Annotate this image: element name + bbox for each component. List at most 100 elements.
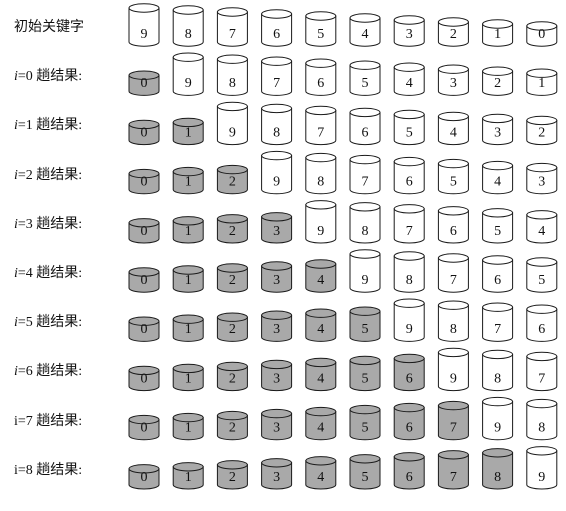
cylinder-unsorted: 9: [261, 150, 293, 195]
cylinder-body: [437, 454, 469, 490]
row-label-suffix: =0 趟结果:: [17, 69, 83, 85]
cylinder-top: [128, 70, 160, 80]
cylinder-body: [128, 123, 160, 146]
row-label: i=4 趟结果:: [14, 266, 82, 282]
cylinder-sorted: 5: [349, 404, 381, 441]
cylinder-body: [526, 450, 558, 490]
cylinder-sorted: 4: [305, 456, 337, 490]
cylinder-body: [393, 255, 425, 293]
cylinder-value: 8: [494, 470, 501, 485]
cylinder-value: 9: [229, 125, 236, 140]
cylinder-body: [482, 165, 514, 195]
cylinder-value: 2: [229, 421, 236, 436]
cylinder-value: 5: [362, 421, 369, 436]
cylinder-value: 3: [494, 125, 501, 140]
cylinder-unsorted: 6: [305, 58, 337, 96]
cylinder-sorted: 8: [482, 448, 514, 490]
cylinder-top: [526, 21, 558, 31]
cylinder-body: [261, 60, 293, 96]
cylinder-value: 6: [538, 322, 545, 337]
cylinder-body: [393, 407, 425, 441]
cylinder-value: 1: [185, 371, 192, 386]
cylinder-body: [172, 171, 204, 195]
cylinder-value: 7: [450, 470, 457, 485]
cylinder-top: [349, 249, 381, 259]
cylinder-top: [393, 109, 425, 120]
cylinder-sorted: 1: [172, 363, 204, 392]
cylinder-body: [128, 271, 160, 293]
cylinder-body: [482, 401, 514, 441]
cylinder-value: 6: [273, 27, 280, 42]
cylinder-body: [261, 13, 293, 47]
cylinder-top: [393, 353, 425, 364]
cylinder-top: [437, 17, 469, 27]
cylinder-top: [128, 316, 160, 326]
cylinder-value: 4: [538, 224, 545, 239]
cylinder-body: [482, 117, 514, 146]
cylinder-body: [437, 405, 469, 441]
cylinder-body: [437, 163, 469, 195]
cylinder-unsorted: 8: [482, 349, 514, 392]
cylinder-top: [482, 113, 514, 124]
cylinder-body: [305, 15, 337, 47]
cylinder-body: [261, 107, 293, 146]
cylinder-unsorted: 7: [437, 253, 469, 293]
cylinder-value: 9: [141, 27, 148, 42]
row-label-suffix: =1 趟结果:: [17, 118, 83, 134]
cylinder-body: [216, 105, 248, 146]
cylinder-sorted: 6: [393, 402, 425, 441]
cylinder-top: [349, 154, 381, 165]
cylinder-body: [349, 310, 381, 342]
cylinder-body: [172, 367, 204, 392]
cylinder-body: [216, 58, 248, 96]
cylinder-top: [305, 152, 337, 163]
row-label-suffix: =2 趟结果:: [17, 167, 83, 183]
cylinder-body: [128, 369, 160, 392]
cylinder-top: [437, 64, 469, 74]
cylinder-value: 3: [538, 175, 545, 190]
cylinder-value: 8: [538, 421, 545, 436]
cylinder-value: 2: [450, 27, 457, 42]
cylinder-value: 8: [450, 322, 457, 337]
cylinder-body: [349, 159, 381, 195]
cylinder-value: 7: [229, 27, 236, 42]
cylinder-unsorted: 7: [349, 154, 381, 195]
cylinder-value: 1: [185, 125, 192, 140]
cylinder-sorted: 0: [128, 464, 160, 490]
cylinder-sorted: 1: [172, 166, 204, 195]
cylinder-top: [305, 259, 337, 269]
cylinder-top: [128, 168, 160, 179]
cylinder-unsorted: 9: [128, 3, 160, 47]
cylinder-unsorted: 9: [172, 52, 204, 96]
cylinder-body: [349, 409, 381, 441]
cylinder-value: 2: [229, 224, 236, 239]
cylinder-sorted: 3: [261, 458, 293, 490]
cylinder-unsorted: 9: [526, 446, 558, 490]
cylinder-value: 9: [185, 76, 192, 91]
cylinder-body: [305, 411, 337, 441]
cylinder-unsorted: 8: [437, 300, 469, 342]
cylinder-top: [305, 11, 337, 21]
cylinder-top: [305, 105, 337, 116]
row-label: i=0 趟结果:: [14, 69, 82, 85]
cylinder-body: [349, 17, 381, 47]
cylinder-value: 2: [229, 470, 236, 485]
cylinder-top: [128, 267, 160, 277]
cylinder-top: [216, 7, 248, 17]
cylinder-unsorted: 5: [349, 60, 381, 96]
cylinder-unsorted: 9: [482, 396, 514, 441]
cylinder-value: 6: [406, 371, 413, 386]
cylinder-body: [349, 206, 381, 244]
cylinder-sorted: 1: [172, 117, 204, 146]
cylinder-value: 8: [185, 27, 192, 42]
cylinder-unsorted: 1: [482, 19, 514, 47]
cylinder-unsorted: 8: [172, 5, 204, 47]
cylinder-unsorted: 7: [482, 302, 514, 342]
cylinder-top: [261, 458, 293, 468]
cylinder-top: [349, 404, 381, 415]
cylinder-top: [128, 119, 160, 130]
cylinder-value: 1: [185, 322, 192, 337]
cylinder-top: [393, 402, 425, 413]
cylinder-top: [482, 255, 514, 265]
